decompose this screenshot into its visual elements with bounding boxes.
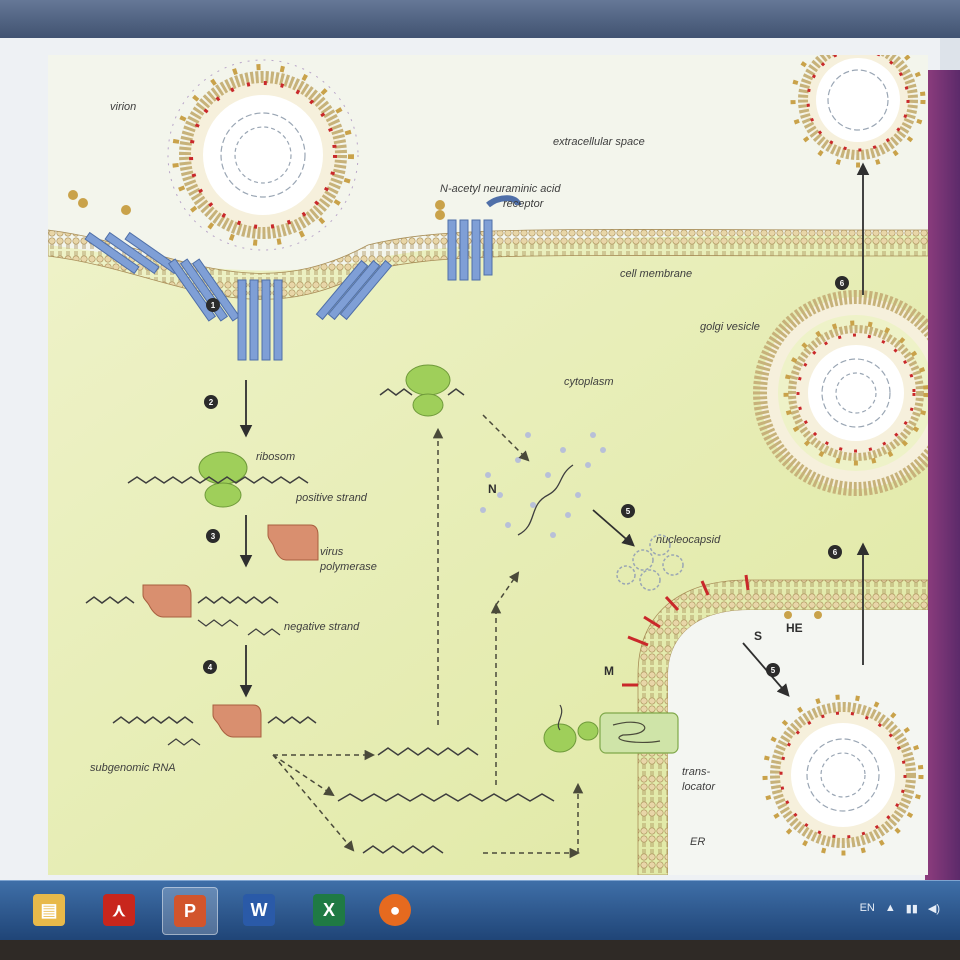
translocator xyxy=(543,704,679,754)
golgi-vesicle xyxy=(753,290,928,496)
label-receptor: receptor xyxy=(503,198,545,210)
taskbar: ▤ ⋏ P W X ● EN ▲ ▮▮ ◀) xyxy=(0,880,960,941)
acrobat-icon: ⋏ xyxy=(103,894,135,926)
sialic-acid-glycans xyxy=(68,190,445,220)
mrna-strands xyxy=(337,747,555,854)
excel-icon: X xyxy=(313,894,345,926)
label-extracellular-space: extracellular space xyxy=(553,136,645,148)
coronavirus-replication-diagram: 1 2 3 4 5 5 6 6 virion extracellular spa… xyxy=(48,55,928,875)
label-virus-polymerase-1: virus xyxy=(320,546,344,558)
step-marker-1: 1 xyxy=(206,298,220,312)
golgi-vesicle-released xyxy=(790,55,926,168)
label-translocator-2: locator xyxy=(682,781,716,793)
system-tray: EN ▲ ▮▮ ◀) xyxy=(860,893,940,923)
n-rna-strand xyxy=(517,464,574,536)
label-negative-strand: negative strand xyxy=(284,621,360,633)
virion-budded xyxy=(762,694,924,856)
process-arrows-dashed xyxy=(272,414,584,859)
taskbar-excel-button[interactable]: X xyxy=(302,887,356,933)
label-er: ER xyxy=(690,836,705,848)
step-marker-2: 2 xyxy=(204,395,218,409)
svg-text:5: 5 xyxy=(771,666,776,675)
language-indicator[interactable]: EN xyxy=(859,902,875,914)
label-n: N xyxy=(488,482,497,496)
receptor-right xyxy=(447,195,521,281)
slide-edge-decoration xyxy=(925,70,960,890)
label-positive-strand: positive strand xyxy=(295,492,368,504)
label-nucleocapsid: nucleocapsid xyxy=(656,534,721,546)
polymerase-negative-strand xyxy=(85,584,281,636)
word-icon: W xyxy=(243,894,275,926)
taskbar-powerpoint-button[interactable]: P xyxy=(162,887,218,935)
label-he: HE xyxy=(786,621,803,635)
label-virus-polymerase-2: polymerase xyxy=(319,561,377,573)
label-translocator-1: trans- xyxy=(682,766,710,778)
taskbar-file-explorer-button[interactable]: ▤ xyxy=(22,887,76,933)
window-title-bar xyxy=(0,0,960,38)
svg-text:2: 2 xyxy=(209,398,214,407)
svg-text:5: 5 xyxy=(626,507,631,516)
label-m: M xyxy=(604,664,614,678)
tray-up-arrow-icon[interactable]: ▲ xyxy=(884,902,896,914)
label-virion: virion xyxy=(110,101,136,113)
label-golgi-vesicle: golgi vesicle xyxy=(700,321,760,333)
taskbar-acrobat-button[interactable]: ⋏ xyxy=(92,887,146,933)
svg-text:6: 6 xyxy=(840,279,845,288)
step-marker-5b: 5 xyxy=(766,663,780,677)
svg-text:3: 3 xyxy=(211,532,216,541)
label-ribosom: ribosom xyxy=(256,451,295,463)
step-marker-4: 4 xyxy=(203,660,217,674)
label-n-acetyl: N-acetyl neuraminic acid xyxy=(440,183,561,195)
powerpoint-icon: P xyxy=(174,895,206,927)
virion-entering xyxy=(167,59,359,251)
receptor-cluster-left xyxy=(84,231,393,361)
file-explorer-icon: ▤ xyxy=(33,894,65,926)
process-arrows-solid xyxy=(239,162,870,698)
label-cytoplasm: cytoplasm xyxy=(564,376,614,388)
label-cell-membrane: cell membrane xyxy=(620,268,692,280)
taskbar-firefox-button[interactable]: ● xyxy=(368,887,422,933)
label-s: S xyxy=(754,629,762,643)
network-icon[interactable]: ▮▮ xyxy=(905,902,918,915)
ribosome-positive-strand xyxy=(127,451,309,508)
firefox-icon: ● xyxy=(379,894,411,926)
volume-icon[interactable]: ◀) xyxy=(927,902,940,915)
svg-text:4: 4 xyxy=(208,663,213,672)
virus-polymerase xyxy=(267,524,319,561)
label-subgenomic-rna: subgenomic RNA xyxy=(90,762,176,774)
svg-text:6: 6 xyxy=(833,548,838,557)
step-marker-3: 3 xyxy=(206,529,220,543)
ribosome-free xyxy=(379,364,465,417)
nucleocapsid xyxy=(616,534,684,591)
polymerase-subgenomic xyxy=(112,704,317,746)
step-marker-5a: 5 xyxy=(621,504,635,518)
svg-text:1: 1 xyxy=(211,301,216,310)
monitor-bezel xyxy=(0,940,960,960)
step-marker-6a: 6 xyxy=(835,276,849,290)
step-marker-6b: 6 xyxy=(828,545,842,559)
taskbar-word-button[interactable]: W xyxy=(232,887,286,933)
